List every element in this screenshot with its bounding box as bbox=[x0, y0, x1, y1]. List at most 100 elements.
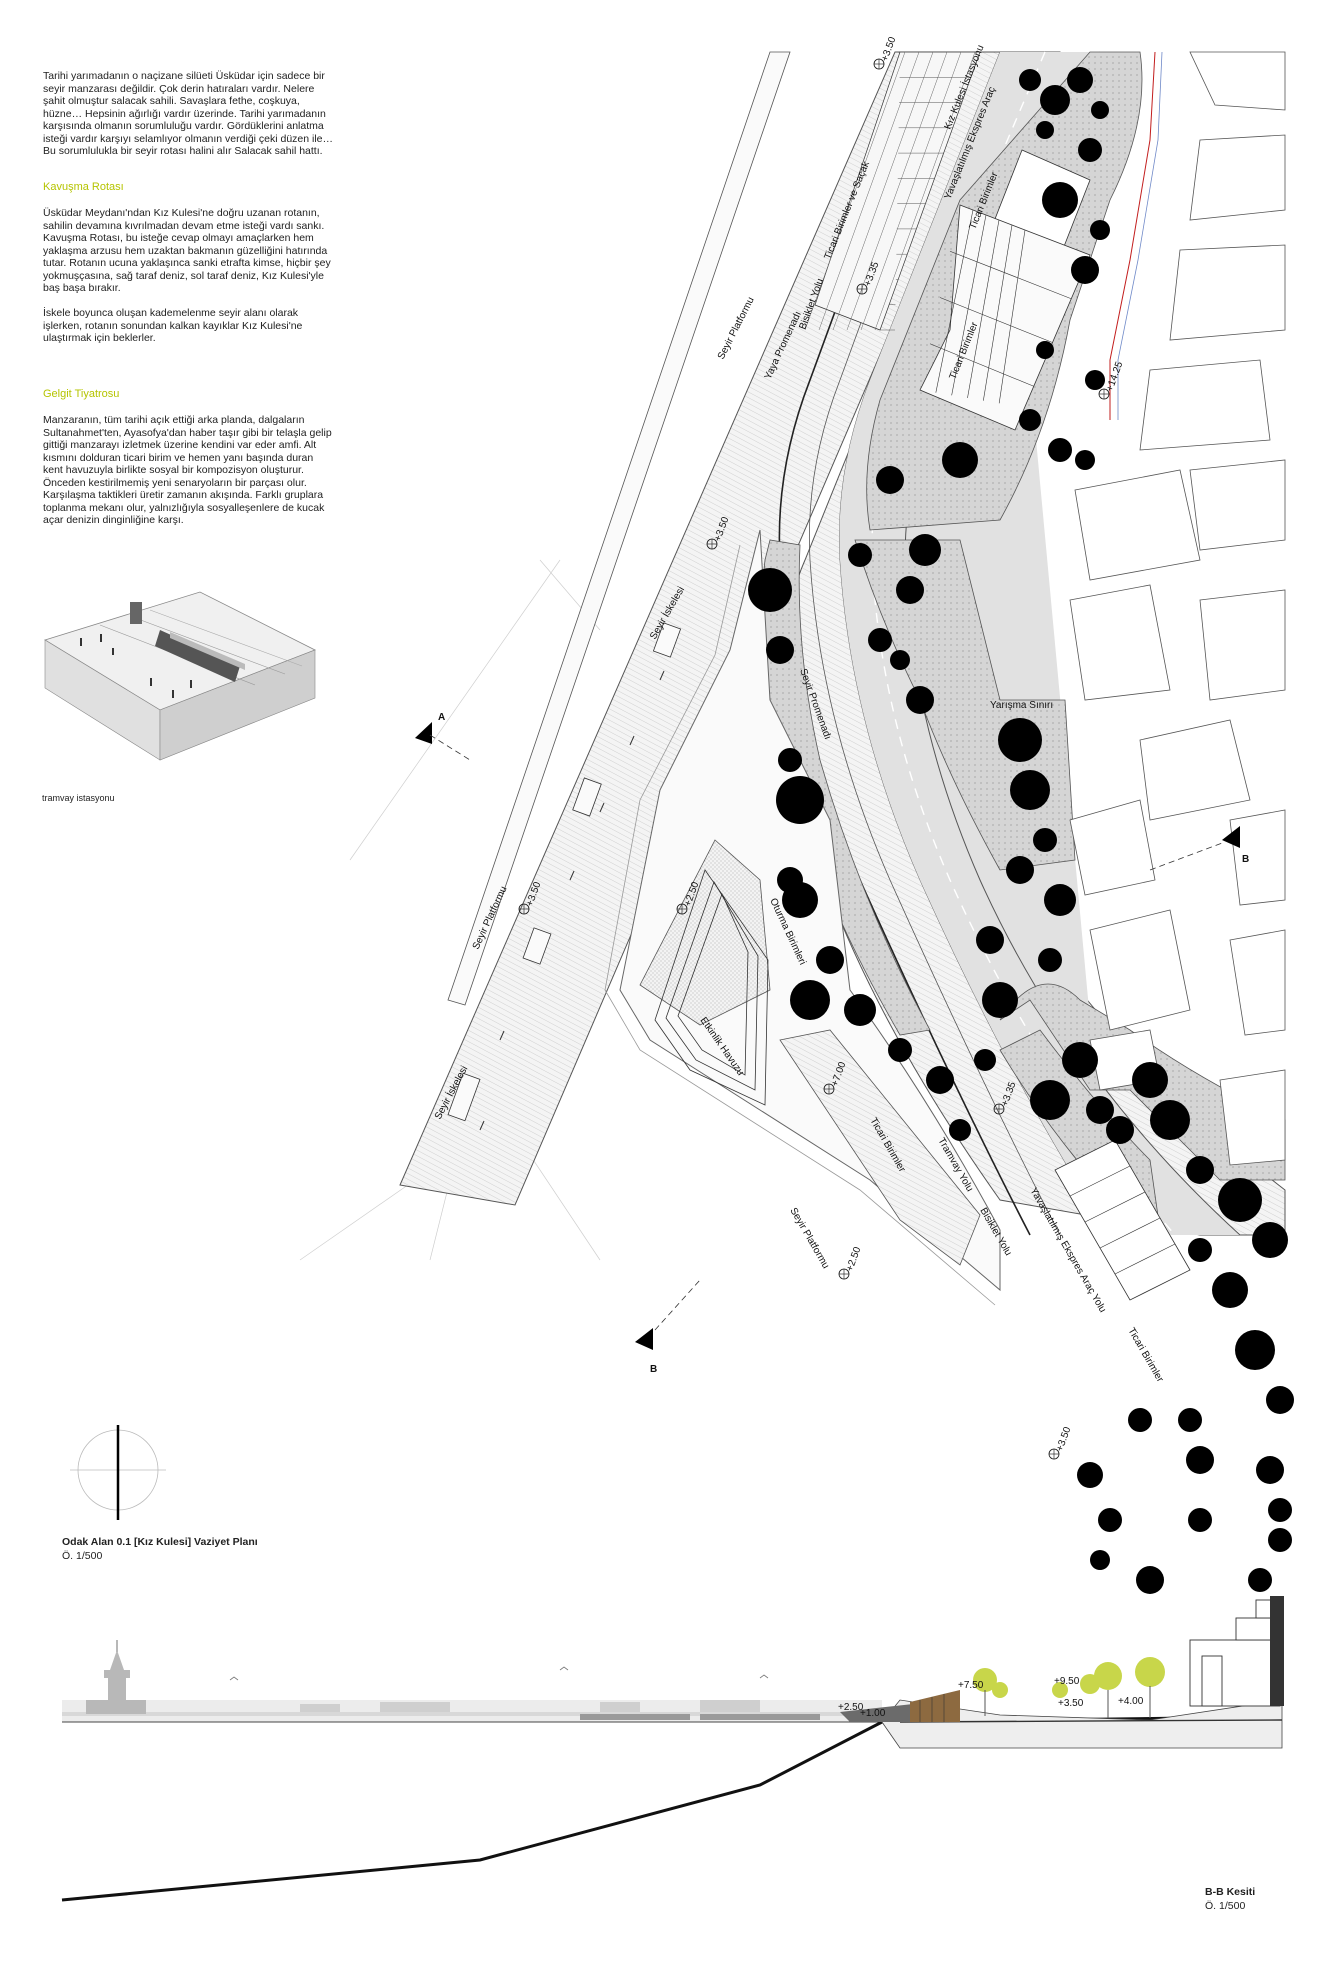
section-drawing bbox=[61, 1596, 1284, 1902]
tree bbox=[1019, 69, 1041, 91]
kavusma-text-line: tutar. Rotanın ucuna yaklaşınca sanki et… bbox=[43, 257, 331, 269]
etkinlik-havuzu bbox=[654, 869, 769, 1106]
intro-text-line: seyir manzarası değildir. Çok derin hatı… bbox=[43, 82, 315, 95]
tree bbox=[1091, 101, 1109, 119]
tree bbox=[776, 776, 824, 824]
tree bbox=[1128, 1408, 1152, 1432]
tree bbox=[1033, 828, 1057, 852]
building-outline bbox=[1069, 584, 1171, 701]
tree bbox=[906, 686, 934, 714]
tree bbox=[1048, 438, 1072, 462]
level-label: +14.25 bbox=[1104, 360, 1125, 393]
intro-text: Tarihi yarımadanın o naçizane silüeti Üs… bbox=[43, 70, 423, 158]
intro-text-line: Tarihi yarımadanın o naçizane silüeti Üs… bbox=[43, 70, 325, 82]
section-heading-gelgit: Gelgit Tiyatrosu bbox=[43, 388, 120, 400]
intro-text-line: Bu sorumlulukla bir seyir rotası halini … bbox=[43, 145, 323, 157]
section-level-label: +9.50 bbox=[1054, 1676, 1080, 1687]
tree bbox=[1186, 1156, 1214, 1184]
tree bbox=[868, 628, 892, 652]
tree bbox=[1036, 121, 1054, 139]
tram-station-canopy bbox=[804, 51, 981, 331]
tree bbox=[890, 650, 910, 670]
section-level-label: +4.00 bbox=[1118, 1696, 1144, 1707]
intro-text-line: isteği vardır karşıyı selamlıyor olmanın… bbox=[43, 132, 334, 145]
plan-label: Ticari Birimler bbox=[1125, 1326, 1165, 1385]
kavusma-text-line: yaklaşma arzusu hem uzaktan bakmanın güz… bbox=[43, 244, 328, 257]
gelgit-text-line: Manzaranın, tüm tarihi açık ettiği arka … bbox=[43, 414, 305, 426]
level-label: +3.50 bbox=[1054, 1425, 1073, 1453]
tree bbox=[1085, 370, 1105, 390]
plan-caption-scale: Ö. 1/500 bbox=[62, 1550, 103, 1562]
tree bbox=[1098, 1508, 1122, 1532]
gelgit-text-line: Karşılaşma taktikleri üretir zamanın akı… bbox=[43, 489, 324, 501]
tree bbox=[1188, 1238, 1212, 1262]
tree bbox=[942, 442, 978, 478]
kavusma-text-line: ulaştırmak için beklerler. bbox=[43, 332, 156, 344]
tree bbox=[1090, 220, 1110, 240]
tree bbox=[1062, 1042, 1098, 1078]
section-caption-scale: Ö. 1/500 bbox=[1205, 1900, 1246, 1912]
commercial-units-2 bbox=[1054, 1139, 1191, 1301]
tree bbox=[778, 748, 802, 772]
plan-label: Seyir Platformu bbox=[716, 295, 757, 361]
kavusma-text-line: baş başa bırakır. bbox=[43, 282, 121, 294]
tree bbox=[1150, 1100, 1190, 1140]
section-mark-b-top: B bbox=[1149, 826, 1249, 871]
kavusma-text-line: işlerken, rotanın sonundan kalkan kayıkl… bbox=[43, 319, 303, 332]
tree bbox=[1268, 1498, 1292, 1522]
tree bbox=[782, 882, 818, 918]
tree bbox=[1040, 85, 1070, 115]
tree bbox=[1186, 1446, 1214, 1474]
gelgit-text-line: kent havuzuyla birlikte sosyal bir kompo… bbox=[43, 464, 304, 476]
tree bbox=[1132, 1062, 1168, 1098]
tree bbox=[1075, 450, 1095, 470]
kavusma-text-line: Üsküdar Meydanı'ndan Kız Kulesi'ne doğru… bbox=[43, 207, 320, 219]
tree bbox=[1218, 1178, 1262, 1222]
north-arrow bbox=[70, 1425, 166, 1520]
tree bbox=[888, 1038, 912, 1062]
section-label-a: A bbox=[438, 712, 445, 723]
section-trees bbox=[973, 1657, 1165, 1698]
tree bbox=[876, 466, 904, 494]
section-level-label: +1.00 bbox=[860, 1708, 886, 1719]
tree bbox=[1010, 770, 1050, 810]
section-heading-kavusma: Kavuşma Rotası bbox=[43, 181, 124, 193]
buildings bbox=[1069, 51, 1286, 1166]
building-outline bbox=[1169, 244, 1286, 341]
building-outline bbox=[1219, 1069, 1286, 1166]
tree bbox=[976, 926, 1004, 954]
intro-text-line: karşısında olmanın sorumluluğu vardır. G… bbox=[43, 120, 324, 132]
section-caption-title: B-B Kesiti bbox=[1205, 1886, 1256, 1898]
tree bbox=[1106, 1116, 1134, 1144]
kavusma-text-line: sahilin devamına kıvrılmadan devam etme … bbox=[43, 219, 325, 232]
section-label-b-top: B bbox=[1242, 854, 1249, 865]
tree bbox=[1042, 182, 1078, 218]
building-outline bbox=[1139, 359, 1271, 451]
gelgit-text-line: gittiği manzarayı izletmek üzerine kendi… bbox=[43, 439, 317, 451]
building-outline bbox=[1229, 809, 1286, 906]
building-outline bbox=[1069, 799, 1156, 896]
tree bbox=[949, 1119, 971, 1141]
tree bbox=[790, 980, 830, 1020]
kavusma-text-line: Kavuşma Rotası, bu isteğe cevap olmayı a… bbox=[43, 232, 314, 244]
building-outline bbox=[1189, 134, 1286, 221]
building-outline bbox=[1189, 459, 1286, 551]
tree bbox=[1136, 1566, 1164, 1594]
axonometric-view bbox=[44, 591, 316, 761]
tree bbox=[1077, 1462, 1103, 1488]
tree bbox=[1071, 256, 1099, 284]
gelgit-text-line: açar denizin dinginliğine karşı. bbox=[43, 514, 184, 526]
tree bbox=[926, 1066, 954, 1094]
tree bbox=[1268, 1528, 1292, 1552]
building-outline bbox=[1139, 719, 1251, 821]
gelgit-text: Manzaranın, tüm tarihi açık ettiği arka … bbox=[43, 414, 423, 527]
section-level-label: +7.50 bbox=[958, 1680, 984, 1691]
tree bbox=[816, 946, 844, 974]
tree bbox=[1044, 884, 1076, 916]
tree bbox=[1235, 1330, 1275, 1370]
kiz-kulesi-silhouette bbox=[86, 1640, 146, 1714]
trees bbox=[748, 67, 1294, 1594]
intro-text-line: hüzne… Hepsinin ağırlığı vardır üzerinde… bbox=[43, 107, 326, 120]
tree bbox=[896, 576, 924, 604]
